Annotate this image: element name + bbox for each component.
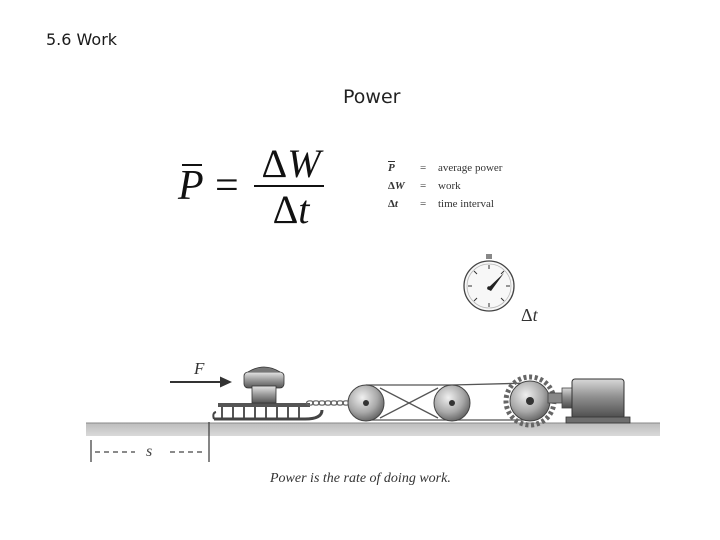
- legend-symbol-var: P: [388, 161, 395, 174]
- legend-symbol-delta: Δ: [388, 180, 395, 192]
- slide-title: 5.6 Work: [46, 30, 118, 49]
- pulley-icon: [347, 384, 385, 422]
- legend-equals: =: [420, 180, 427, 192]
- figure-title: Power: [343, 86, 401, 108]
- legend-symbol: Δt: [388, 198, 414, 210]
- legend-symbol: ΔW: [388, 180, 414, 192]
- legend-equals: =: [420, 198, 427, 210]
- power-equation: P = ΔW Δt: [178, 140, 358, 240]
- stopwatch-icon: [463, 254, 515, 312]
- gear-icon: [503, 374, 557, 428]
- legend-description: work: [438, 180, 461, 192]
- legend-symbol-var: t: [394, 198, 398, 210]
- time-interval-label: Δt: [521, 305, 538, 326]
- average-bar: [182, 164, 202, 166]
- distance-dimension: [90, 422, 210, 462]
- legend-description: time interval: [438, 198, 494, 210]
- equation-lhs: P: [178, 162, 204, 210]
- time-interval-delta: Δ: [521, 305, 533, 325]
- equation-denominator: Δt: [256, 186, 326, 233]
- legend-description: average power: [438, 162, 503, 174]
- equation-equals: =: [215, 163, 239, 209]
- denominator-var: t: [298, 187, 310, 232]
- legend-equals: =: [420, 162, 427, 174]
- floor: [86, 423, 660, 436]
- denominator-delta: Δ: [272, 187, 299, 232]
- load-icon: [243, 366, 285, 404]
- force-label: F: [194, 359, 205, 378]
- numerator-var: W: [287, 141, 321, 186]
- legend-symbol-var: W: [394, 180, 405, 192]
- equation-lhs-var: P: [178, 163, 204, 209]
- numerator-delta: Δ: [261, 141, 288, 186]
- sled-icon: [212, 403, 324, 421]
- time-interval-var: t: [532, 305, 538, 325]
- fraction-bar: [254, 185, 324, 187]
- force-arrow-icon: [170, 376, 232, 388]
- equation-numerator: ΔW: [256, 140, 326, 187]
- legend-symbol-delta: Δ: [388, 198, 395, 210]
- belt-icon: [366, 382, 531, 421]
- chain-icon: [305, 400, 351, 406]
- distance-label: s: [146, 443, 153, 460]
- pulley-icon: [433, 384, 471, 422]
- motor-icon: [547, 378, 631, 424]
- figure-caption: Power is the rate of doing work.: [270, 471, 451, 486]
- legend-symbol: P: [388, 161, 414, 174]
